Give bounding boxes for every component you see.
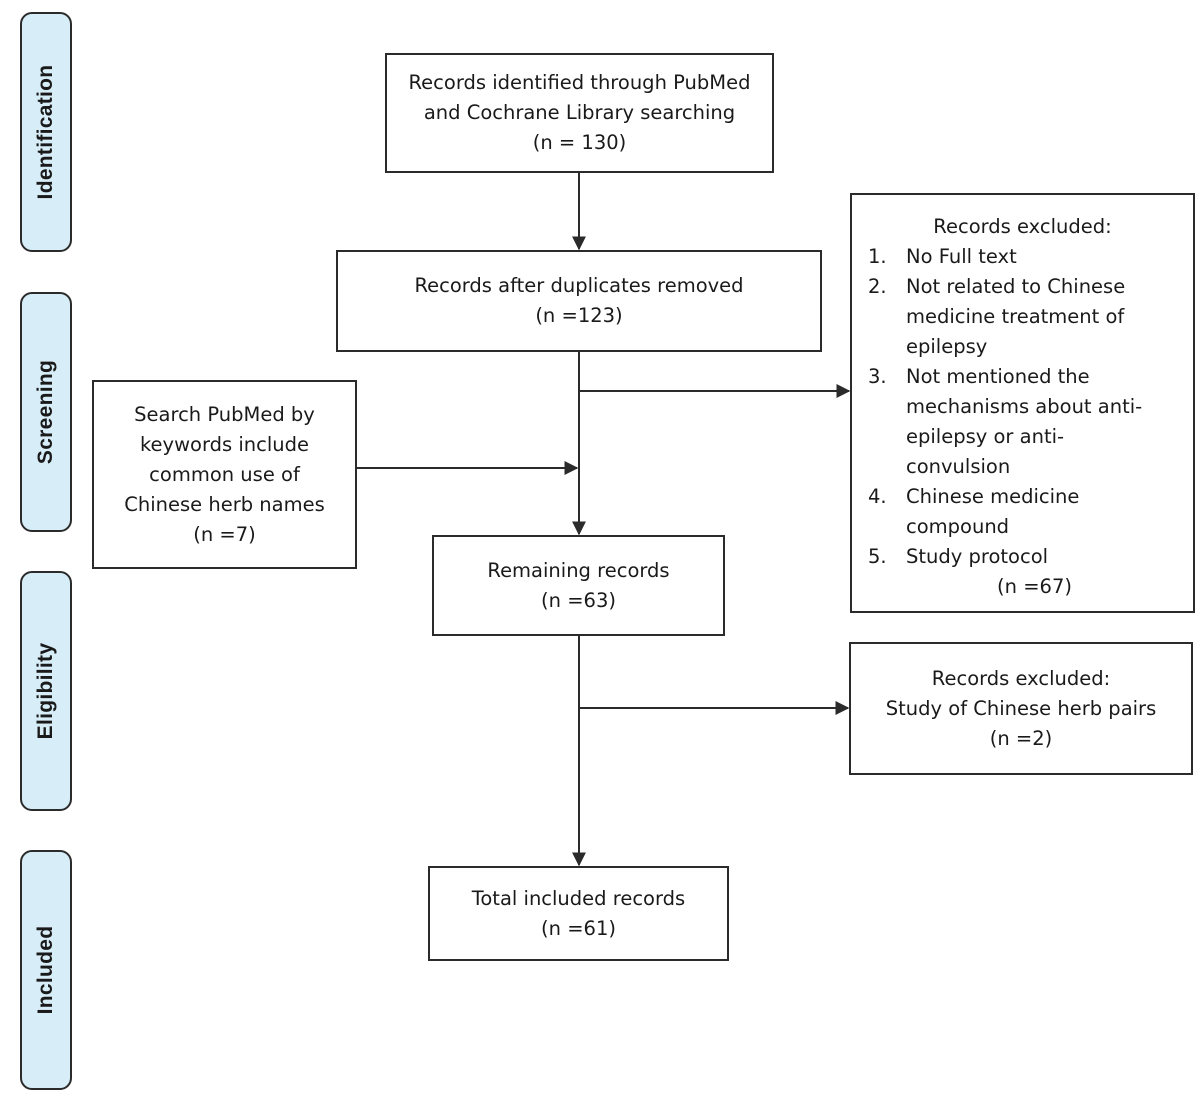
pubmed-search-line-2: keywords include xyxy=(139,432,310,456)
exclusion-reason-5-line-1: Study protocol xyxy=(906,545,1049,568)
stage-identification: Identification xyxy=(20,12,72,252)
exclusion-reason-3-line-4: convulsion xyxy=(906,455,1011,478)
stage-eligibility: Eligibility xyxy=(20,571,72,811)
remaining-records-count: (n =63) xyxy=(541,588,616,612)
box-records-after-duplicates: Records after duplicates removed (n =123… xyxy=(336,250,822,352)
box-records-excluded-eligibility: Records excluded: Study of Chinese herb … xyxy=(849,642,1193,775)
eligibility-exclusions-title: Records excluded: xyxy=(931,666,1111,690)
pubmed-search-line-4: Chinese herb names xyxy=(124,492,325,516)
exclusion-reason-3: 3. Not mentioned the mechanisms about an… xyxy=(852,362,1193,482)
exclusion-reason-1-line-1: No Full text xyxy=(906,245,1017,268)
exclusion-reason-4-line-2: compound xyxy=(906,515,1010,538)
pubmed-search-line-1: Search PubMed by xyxy=(134,402,315,426)
eligibility-exclusions-count: (n =2) xyxy=(989,726,1053,750)
box-records-excluded-screening: Records excluded: 1. No Full text 2. Not… xyxy=(850,193,1195,613)
total-included-count: (n =61) xyxy=(541,916,616,940)
screening-exclusions-title: Records excluded: xyxy=(933,215,1112,238)
stage-screening: Screening xyxy=(20,292,72,532)
exclusion-reason-5-number: 5. xyxy=(868,545,887,568)
box-remaining-records: Remaining records (n =63) xyxy=(432,535,725,636)
exclusion-reason-2-line-3: epilepsy xyxy=(906,335,988,358)
records-identified-line-2: and Cochrane Library searching xyxy=(423,101,736,124)
exclusion-reason-3-line-3: epilepsy or anti- xyxy=(906,425,1065,448)
exclusion-reason-1: 1. No Full text xyxy=(852,242,1193,272)
total-included-label: Total included records xyxy=(471,886,686,910)
box-total-included: Total included records (n =61) xyxy=(428,866,729,961)
exclusion-reason-2-number: 2. xyxy=(868,275,887,298)
exclusion-reason-3-line-2: mechanisms about anti- xyxy=(906,395,1143,418)
records-after-duplicates-label: Records after duplicates removed xyxy=(414,274,744,297)
exclusion-reason-3-number: 3. xyxy=(868,365,887,388)
screening-exclusions-count: (n =67) xyxy=(997,575,1072,598)
records-after-duplicates-count: (n =123) xyxy=(535,304,623,327)
exclusion-reason-4: 4. Chinese medicine compound xyxy=(852,482,1193,542)
exclusion-reason-1-number: 1. xyxy=(868,245,887,268)
remaining-records-label: Remaining records xyxy=(487,558,670,582)
box-records-identified: Records identified through PubMed and Co… xyxy=(385,53,774,173)
stage-included: Included xyxy=(20,850,72,1090)
exclusion-reason-3-line-1: Not mentioned the xyxy=(906,365,1090,388)
exclusion-reason-5: 5. Study protocol xyxy=(852,542,1193,572)
exclusion-reason-2: 2. Not related to Chinese medicine treat… xyxy=(852,272,1193,362)
records-identified-line-1: Records identified through PubMed xyxy=(408,71,751,94)
exclusion-reason-2-line-2: medicine treatment of xyxy=(906,305,1125,328)
exclusion-reason-4-number: 4. xyxy=(868,485,887,508)
box-pubmed-keyword-search: Search PubMed by keywords include common… xyxy=(92,380,357,569)
exclusion-reason-2-line-1: Not related to Chinese xyxy=(906,275,1126,298)
pubmed-search-count: (n =7) xyxy=(193,522,256,546)
exclusion-reason-4-line-1: Chinese medicine xyxy=(906,485,1080,508)
pubmed-search-line-3: common use of xyxy=(149,462,300,486)
eligibility-exclusions-reason: Study of Chinese herb pairs xyxy=(885,696,1157,720)
records-identified-count: (n = 130) xyxy=(532,131,627,154)
